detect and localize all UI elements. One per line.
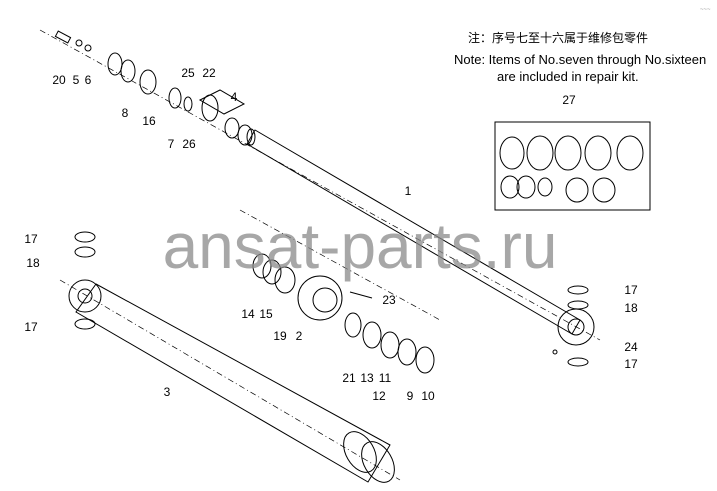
part-label: 21 xyxy=(342,371,356,385)
part-label: 17 xyxy=(24,232,38,246)
part-number-labels: 20 5 6 8 16 7 26 25 22 4 1 27 17 18 17 3… xyxy=(24,66,638,403)
note-english-line2: are included in repair kit. xyxy=(497,69,639,84)
part-label: 25 xyxy=(181,66,195,80)
part-label: 17 xyxy=(24,320,38,334)
part-label: 24 xyxy=(624,340,638,354)
part-label: 27 xyxy=(562,93,576,107)
note-english-line1: Note: Items of No.seven through No.sixte… xyxy=(454,52,707,67)
part-label: 18 xyxy=(26,256,40,270)
part-label: 23 xyxy=(382,293,396,307)
part-label: 26 xyxy=(182,137,196,151)
part-label: 17 xyxy=(624,357,638,371)
note-chinese: 注：序号七至十六属于维修包零件 xyxy=(468,31,649,45)
part-label: 16 xyxy=(142,114,156,128)
cylinder-barrel xyxy=(68,231,395,483)
part-label: 7 xyxy=(168,137,175,151)
piston-rod xyxy=(246,128,595,367)
part-label: 14 xyxy=(241,307,255,321)
piston-parts xyxy=(252,253,435,374)
part-label: 5 xyxy=(73,73,80,87)
repair-kit-box xyxy=(494,121,651,211)
watermark: ansat-parts.ru xyxy=(163,210,558,282)
part-label: 15 xyxy=(259,307,273,321)
part-label: 4 xyxy=(231,90,238,104)
part-label: 2 xyxy=(296,329,303,343)
part-label: 11 xyxy=(379,371,392,385)
part-label: 8 xyxy=(122,106,129,120)
part-label: 17 xyxy=(624,283,638,297)
part-label: 6 xyxy=(85,73,92,87)
part-label: 12 xyxy=(372,389,386,403)
part-label: 3 xyxy=(164,385,171,399)
part-label: 13 xyxy=(360,371,374,385)
part-label: 10 xyxy=(421,389,435,403)
part-label: 1 xyxy=(405,184,412,198)
part-label: 22 xyxy=(202,66,216,80)
part-label: 19 xyxy=(273,329,287,343)
part-label: 18 xyxy=(624,301,638,315)
part-label: 20 xyxy=(52,73,66,87)
part-label: 9 xyxy=(407,389,414,403)
corner-mark: ~~~ xyxy=(700,7,711,13)
